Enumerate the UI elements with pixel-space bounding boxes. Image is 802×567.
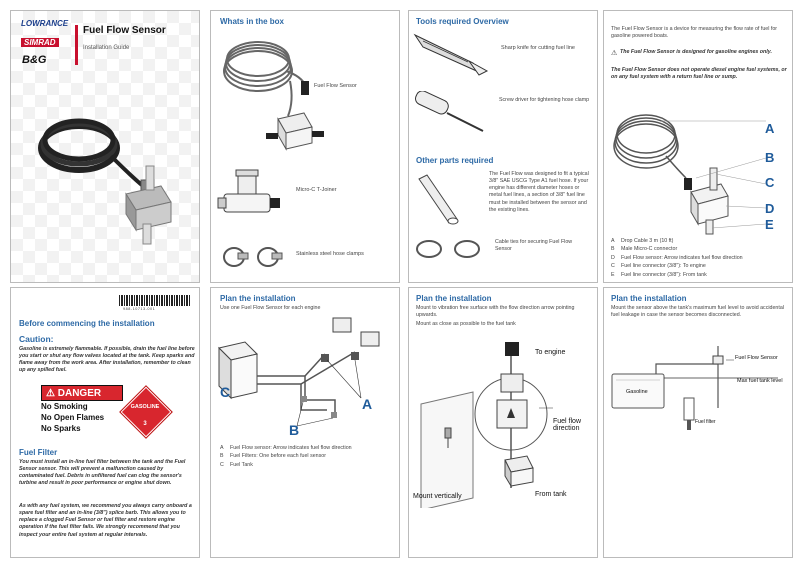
cover-panel: LOWRANCE SIMRAD B&G Fuel Flow Sensor Ins… xyxy=(10,10,200,283)
fuel-flow-direction-label: Fuel flow direction xyxy=(553,418,582,432)
from-tank-label: From tank xyxy=(535,491,567,498)
plan1-heading: Plan the installation xyxy=(220,294,296,303)
intro-text: The Fuel Flow Sensor is a device for mea… xyxy=(611,26,778,40)
tools-heading: Tools required Overview xyxy=(416,17,509,26)
multi-engine-diagram xyxy=(218,317,380,427)
safety-heading: Before commencing the installation xyxy=(19,319,155,328)
fuel-filter-label: Fuel filter xyxy=(695,419,716,425)
box-heading: Whats in the box xyxy=(220,17,284,26)
sensor-parts-diagram xyxy=(613,114,766,235)
to-engine-label: To engine xyxy=(535,349,566,356)
tool-knife: Sharp knife for cutting fuel line xyxy=(501,45,575,51)
t-joiner-illustration xyxy=(217,169,280,213)
plan3-heading: Plan the installation xyxy=(611,294,687,303)
plan2-text-1: Mount to vibration free surface with the… xyxy=(416,305,575,319)
plan2-text-2: Mount as close as possible to the fuel t… xyxy=(416,321,516,327)
bg-logo: B&G xyxy=(22,54,47,66)
intro-panel: The Fuel Flow Sensor is a device for mea… xyxy=(603,10,793,283)
barcode-number: 988-10713-001 xyxy=(123,307,156,311)
cover-subtitle: Installation Guide xyxy=(83,45,130,51)
gasoline-placard-label: GASOLINE xyxy=(130,404,160,410)
mount-vertically-label: Mount vertically xyxy=(413,493,462,500)
plan3-text: Mount the sensor above the tank's maximu… xyxy=(611,305,784,319)
lowrance-logo: LOWRANCE xyxy=(21,19,69,28)
caution-text: Gasoline is extremely flammable. If poss… xyxy=(19,346,195,374)
max-tank-level-label: Max fuel tank level xyxy=(737,378,783,384)
box-item-clamps: Stainless steel hose clamps xyxy=(296,251,364,257)
sensor-cable-illustration xyxy=(38,118,172,245)
plan-installation-panel-1: Plan the installation Use one Fuel Flow … xyxy=(210,287,400,558)
safety-panel: 988-10713-001 Before commencing the inst… xyxy=(10,287,200,558)
warning-icon-1: ⚠ xyxy=(611,50,618,57)
danger-label: ⚠ DANGER xyxy=(46,388,102,399)
fuel-filter-text-2: As with any fuel system, we recommend yo… xyxy=(19,503,192,538)
diagram-letter-b: B xyxy=(289,422,300,438)
other-parts-text: The Fuel Flow was designed to fit a typi… xyxy=(489,171,589,213)
caution-heading: Caution: xyxy=(19,334,54,344)
tool-screwdriver: Screw driver for tightening hose clamp xyxy=(499,97,590,103)
box-contents-panel: Whats in the box Fuel Flow Sensor Micro-… xyxy=(210,10,400,283)
fuel-hose-icon xyxy=(418,174,459,225)
hose-clamps-illustration xyxy=(223,247,283,267)
plan2-heading: Plan the installation xyxy=(416,294,492,303)
cable-ties-icon xyxy=(416,240,480,258)
diagram-letter-c: C xyxy=(220,384,231,400)
title-accent-bar xyxy=(75,25,78,65)
danger-banner: ⚠ DANGER xyxy=(41,385,123,401)
gasoline-tank-label: Gasoline xyxy=(626,389,648,395)
diagram-letter-a: A xyxy=(362,396,373,412)
fuel-sensor-illustration xyxy=(223,41,324,151)
tank-level-diagram xyxy=(611,346,778,430)
plan-installation-panel-2: Plan the installation Mount to vibration… xyxy=(408,287,598,558)
tools-panel: Tools required Overview Sharp knife for … xyxy=(408,10,598,283)
diagram-letter-c: C xyxy=(765,175,775,190)
gasoline-placard xyxy=(119,385,173,439)
plan1-text: Use one Fuel Flow Sensor for each engine xyxy=(220,305,321,311)
diagram-letter-b: B xyxy=(765,150,775,165)
diagram-letter-a: A xyxy=(765,121,775,136)
other-parts-heading: Other parts required xyxy=(416,156,494,165)
screwdriver-icon xyxy=(415,91,484,132)
cable-ties-text: Cable ties for securing Fuel Flow Sensor xyxy=(495,239,573,253)
gasoline-placard-class: 3 xyxy=(143,421,147,427)
simrad-logo: SIMRAD xyxy=(21,38,59,47)
barcode xyxy=(119,295,191,306)
box-item-tjoiner: Micro-C T-Joiner xyxy=(296,187,337,193)
vertical-mount-diagram xyxy=(420,342,553,508)
fuel-filter-heading: Fuel Filter xyxy=(19,448,58,457)
knife-icon xyxy=(413,33,489,76)
intro-warning-diesel: The Fuel Flow Sensor does not operate di… xyxy=(611,67,787,81)
fuel-flow-sensor-label: Fuel Flow Sensor xyxy=(735,355,778,361)
danger-line-2: No Open Flames xyxy=(41,413,105,422)
intro-warning-gasoline: The Fuel Flow Sensor is designed for gas… xyxy=(620,49,772,55)
plan-installation-panel-3: Plan the installation Mount the sensor a… xyxy=(603,287,793,558)
danger-line-3: No Sparks xyxy=(41,424,81,433)
diagram-letter-e: E xyxy=(765,217,774,232)
diagram-letter-d: D xyxy=(765,201,775,216)
box-item-sensor: Fuel Flow Sensor xyxy=(314,83,357,89)
danger-line-1: No Smoking xyxy=(41,402,88,411)
cover-title: Fuel Flow Sensor xyxy=(83,25,166,36)
fuel-filter-text-1: You must install an in-line fuel filter … xyxy=(19,459,186,487)
